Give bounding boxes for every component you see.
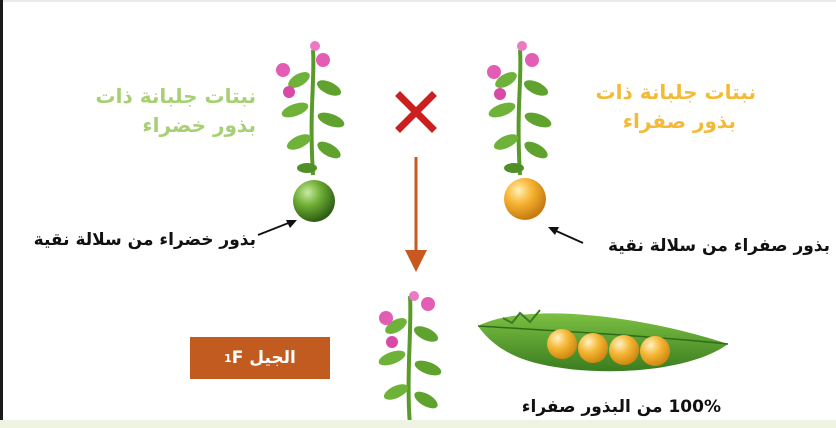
frame-left-border bbox=[0, 0, 3, 428]
frame-top-border bbox=[0, 0, 836, 2]
left-seed-caption: بذور خضراء من سلالة نقية bbox=[33, 230, 256, 250]
f1-label-subscript: 1 bbox=[224, 351, 232, 365]
pea-plant-left bbox=[276, 41, 345, 176]
bottom-band bbox=[0, 420, 836, 428]
f1-result-text: 100% من البذور صفراء bbox=[521, 397, 721, 417]
green-seed bbox=[293, 180, 335, 222]
left-parent-title-line1: نبتات جلبانة ذات bbox=[95, 84, 256, 108]
pod-pea-1 bbox=[547, 329, 577, 359]
f1-label-text: الجيل F bbox=[231, 348, 296, 368]
generation-arrow bbox=[405, 157, 427, 272]
yellow-seed-pointer-arrow bbox=[548, 227, 584, 244]
right-parent-title-line1: نبتات جلبانة ذات bbox=[595, 80, 756, 104]
right-parent-title-line2: بذور صفراء bbox=[622, 109, 736, 133]
pea-plant-f1 bbox=[378, 291, 442, 427]
pea-pod bbox=[477, 309, 729, 372]
pod-pea-2 bbox=[578, 333, 608, 363]
pod-pea-4 bbox=[640, 336, 670, 366]
left-parent-title-line2: بذور خضراء bbox=[142, 113, 256, 137]
right-seed-caption: بذور صفراء من سلالة نقية bbox=[608, 236, 830, 256]
pod-pea-3 bbox=[609, 335, 639, 365]
yellow-seed bbox=[504, 178, 546, 220]
green-seed-pointer-arrow bbox=[257, 220, 297, 236]
pea-plant-right bbox=[487, 41, 552, 176]
cross-symbol bbox=[395, 91, 437, 133]
